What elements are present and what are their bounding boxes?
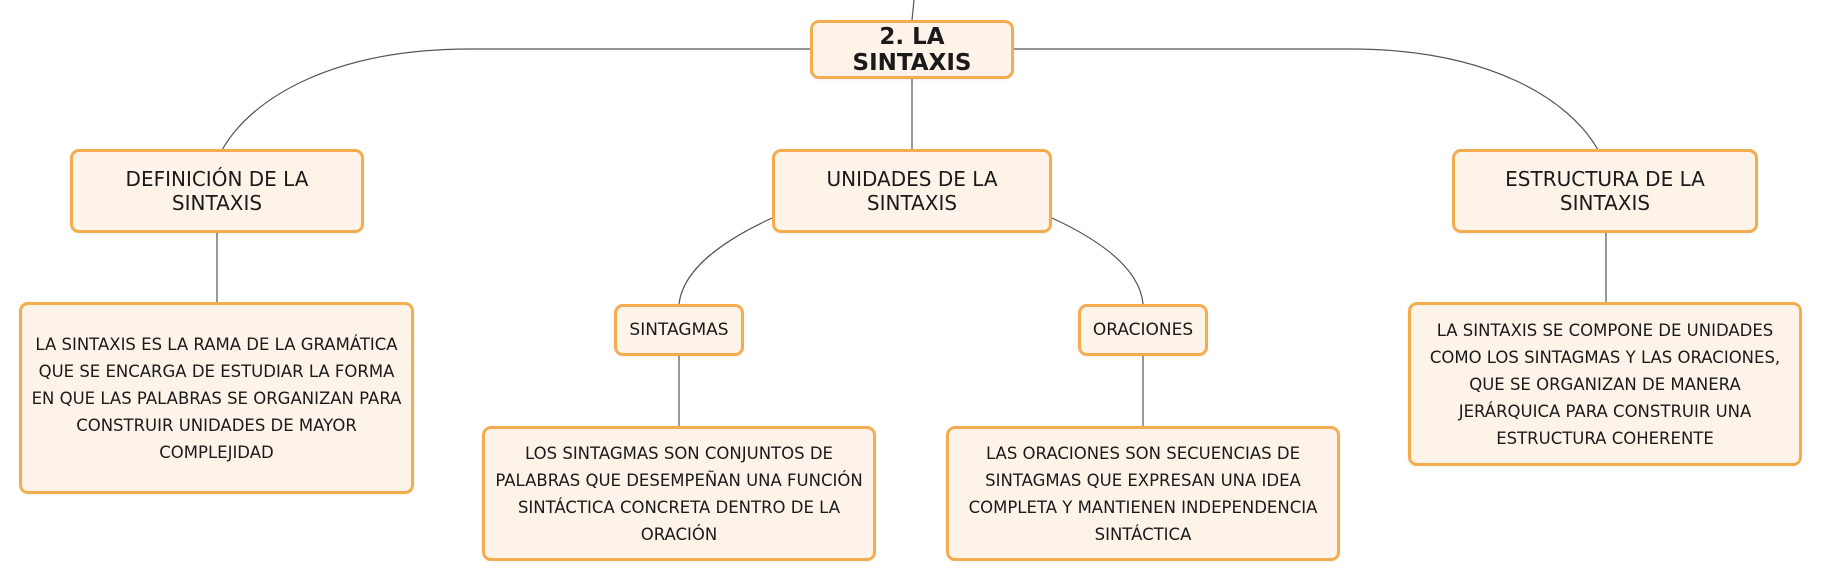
sintagmas-description-node[interactable]: LOS SINTAGMAS SON CONJUNTOS DE PALABRAS …: [482, 426, 876, 561]
definicion-description-node[interactable]: LA SINTAXIS ES LA RAMA DE LA GRAMÁTICA Q…: [19, 302, 414, 494]
subnode-sintagmas[interactable]: SINTAGMAS: [614, 304, 744, 356]
connector-unidades-sintagmas: [678, 217, 773, 305]
branch-node-definicion[interactable]: DEFINICIÓN DE LA SINTAXIS: [70, 149, 364, 233]
connector-unidades-oraciones: [1051, 217, 1144, 305]
subnode-oraciones-label: ORACIONES: [1092, 320, 1194, 340]
branch-node-estructura[interactable]: ESTRUCTURA DE LA SINTAXIS: [1452, 149, 1758, 233]
connector-root-definicion: [221, 48, 810, 151]
root-node-label: 2. LA SINTAXIS: [852, 23, 972, 76]
sintagmas-description-text: LOS SINTAGMAS SON CONJUNTOS DE PALABRAS …: [495, 443, 863, 544]
subnode-oraciones[interactable]: ORACIONES: [1078, 304, 1208, 356]
definicion-description-text: LA SINTAXIS ES LA RAMA DE LA GRAMÁTICA Q…: [31, 334, 402, 462]
branch-node-unidades-label: UNIDADES DE LA SINTAXIS: [826, 167, 998, 215]
connector-root-estructura: [1014, 48, 1599, 151]
branch-node-estructura-label: ESTRUCTURA DE LA SINTAXIS: [1505, 167, 1705, 215]
root-node[interactable]: 2. LA SINTAXIS: [810, 20, 1014, 79]
branch-node-unidades[interactable]: UNIDADES DE LA SINTAXIS: [772, 149, 1052, 233]
branch-node-definicion-label: DEFINICIÓN DE LA SINTAXIS: [125, 167, 309, 215]
estructura-description-text: LA SINTAXIS SE COMPONE DE UNIDADES COMO …: [1429, 320, 1781, 448]
root-incoming-connector: [911, 0, 915, 21]
estructura-description-node[interactable]: LA SINTAXIS SE COMPONE DE UNIDADES COMO …: [1408, 302, 1802, 466]
subnode-sintagmas-label: SINTAGMAS: [629, 320, 729, 340]
oraciones-description-node[interactable]: LAS ORACIONES SON SECUENCIAS DE SINTAGMA…: [946, 426, 1340, 561]
oraciones-description-text: LAS ORACIONES SON SECUENCIAS DE SINTAGMA…: [968, 443, 1318, 544]
